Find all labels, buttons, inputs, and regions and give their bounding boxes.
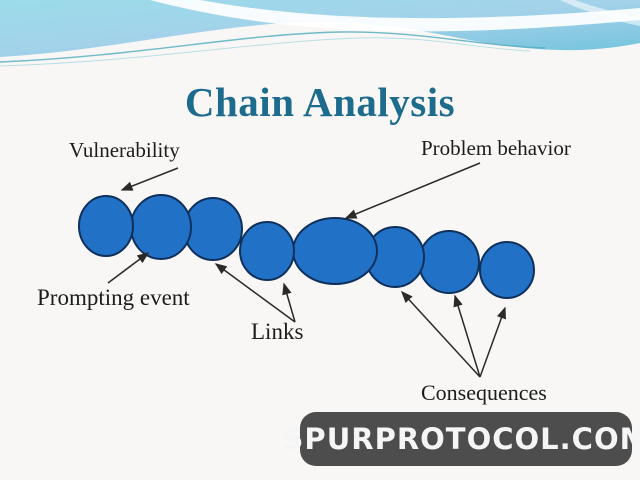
label-vulnerability: Vulnerability xyxy=(69,138,180,162)
arrow-links-2 xyxy=(282,282,296,323)
label-prompting-event: Prompting event xyxy=(37,285,190,310)
label-problem-behavior: Problem behavior xyxy=(421,136,571,160)
wave-white-swoosh-2 xyxy=(560,0,640,26)
wave-accent-line-2 xyxy=(0,37,531,67)
chain-ellipse-5 xyxy=(292,217,378,285)
wave-band xyxy=(0,0,640,57)
wave-accent-line xyxy=(0,31,546,63)
chain-circle-8 xyxy=(479,241,535,299)
chain-circle-3 xyxy=(183,197,243,261)
arrow-consequences-3 xyxy=(479,306,506,378)
label-links: Links xyxy=(251,319,304,344)
arrow-consequences-1 xyxy=(400,290,481,378)
header-wave-decoration xyxy=(0,0,640,67)
chain-circle-7 xyxy=(418,230,480,294)
arrow-problem-behavior xyxy=(344,162,481,219)
arrow-links-1 xyxy=(214,263,296,323)
chain-circle-1 xyxy=(78,195,134,257)
arrow-prompting-event xyxy=(107,252,150,284)
watermark-text: SPURPROTOCOL.COM xyxy=(282,422,640,456)
label-consequences: Consequences xyxy=(421,380,547,405)
watermark-badge: SPURPROTOCOL.COM xyxy=(283,412,640,466)
page-title: Chain Analysis xyxy=(184,79,456,125)
chain-circle-4 xyxy=(239,221,295,281)
chain-circle-2 xyxy=(130,194,192,260)
wave-white-swoosh xyxy=(150,0,640,32)
arrow-consequences-2 xyxy=(453,294,481,378)
arrow-vulnerability xyxy=(120,167,179,191)
